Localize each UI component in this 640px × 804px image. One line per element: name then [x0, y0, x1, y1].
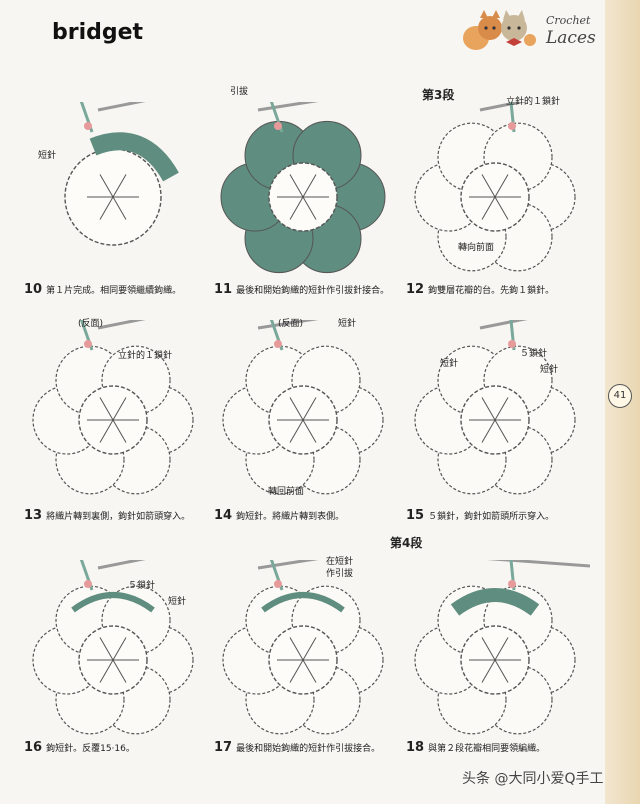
step-number: 16	[24, 740, 43, 755]
diagram-17-label: 作引拔	[326, 569, 354, 579]
diagram-11-label: 引拔	[230, 87, 249, 97]
step-text: 最後和開始鉤織的短針作引拔接合。	[236, 744, 381, 754]
step-text: 鉤短針。將織片轉到表側。	[236, 512, 345, 522]
crochet-diagram-14	[222, 320, 384, 495]
crochet-diagram-11	[220, 102, 386, 274]
step-text: ５鎖針，鉤針如箭頭所示穿入。	[428, 512, 555, 522]
diagram-15-label: 短針	[440, 359, 459, 369]
cats-logo-icon	[463, 10, 536, 50]
crochet-diagram-10	[64, 102, 179, 246]
step-number: 10	[24, 282, 43, 297]
diagram-14-label: 短針	[338, 319, 357, 329]
diagram-14-label: 轉回前面	[268, 487, 305, 497]
diagram-17-label: 在短針	[326, 557, 354, 567]
crochet-diagram-16	[32, 560, 194, 735]
step-number: 17	[214, 740, 233, 755]
step-number: 11	[214, 282, 233, 297]
step-text: 將織片轉到裏側，鉤針如箭頭穿入。	[46, 512, 191, 522]
series-label-top: Crochet	[546, 14, 591, 27]
step-text: 鉤雙層花瓣的台。先鉤１鎖針。	[428, 286, 555, 296]
diagram-10-label: 短針	[38, 151, 57, 161]
crochet-diagram-15	[414, 320, 576, 495]
crochet-diagram-13	[32, 320, 194, 495]
step-text: 鉤短針。反覆15·16。	[46, 744, 135, 754]
crochet-diagram-18	[414, 560, 590, 735]
step-number: 18	[406, 740, 425, 755]
step-text: 最後和開始鉤織的短針作引拔針接合。	[236, 286, 390, 296]
step-number: 15	[406, 508, 425, 523]
crochet-diagram-17	[222, 560, 384, 735]
step-number: 12	[406, 282, 425, 297]
brand-title: bridget	[52, 20, 144, 45]
diagram-14-label: (反面)	[278, 319, 304, 329]
page-number: 41	[608, 384, 632, 408]
step-number: 14	[214, 508, 233, 523]
step-text: 第１片完成。相同要領繼續鉤織。	[46, 286, 182, 296]
watermark: 头条 @大同小爱Q手工	[462, 771, 604, 787]
diagram-16-label: 短針	[168, 597, 187, 607]
diagram-15-label: 短針	[540, 365, 559, 375]
row-heading-3: 第3段	[422, 88, 455, 102]
step-text: 與第２段花瓣相同要領編織。	[428, 744, 546, 754]
series-label-main: Laces	[546, 28, 596, 48]
row-heading-4: 第4段	[390, 536, 423, 550]
diagram-16-label: ５鎖針	[128, 581, 156, 591]
step-number: 13	[24, 508, 43, 523]
crochet-diagram-12	[414, 102, 576, 272]
diagram-12-label: 立針的１鎖針	[506, 97, 561, 107]
diagram-13-label: 立針的１鎖針	[118, 351, 173, 361]
diagram-15-label: ５鎖針	[520, 349, 548, 359]
diagram-13-label: (反面)	[78, 319, 104, 329]
diagram-12-label: 轉向前面	[458, 243, 495, 253]
